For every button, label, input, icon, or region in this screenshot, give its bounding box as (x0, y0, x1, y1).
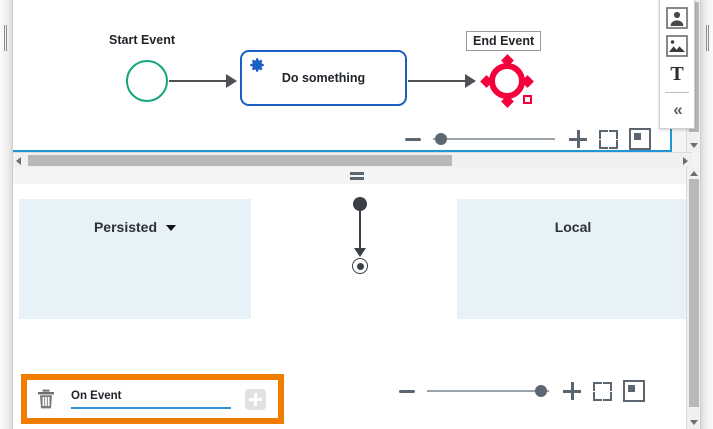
fullscreen-icon[interactable] (593, 381, 612, 401)
bpmn-hscroll-thumb[interactable] (28, 155, 452, 166)
event-name-underline (71, 406, 231, 409)
fit-to-screen-icon[interactable] (629, 128, 651, 150)
service-task-node[interactable]: Do something (240, 50, 407, 106)
sequence-flow-1[interactable] (169, 80, 227, 82)
region-persisted[interactable]: Persisted (19, 199, 251, 319)
collapse-palette-button[interactable]: « (673, 99, 683, 119)
bpmn-canvas[interactable]: Start Event Do something End Event (7, 0, 670, 150)
trash-icon[interactable] (37, 389, 55, 409)
zoom-out-button[interactable] (405, 137, 421, 141)
scroll-left-arrow-icon[interactable] (16, 157, 21, 165)
uml-editor-panel[interactable]: Persisted Local (12, 184, 692, 429)
text-icon[interactable]: T (670, 63, 684, 85)
right-splitter-grip-icon[interactable] (705, 25, 710, 51)
initial-state-node[interactable] (353, 197, 367, 211)
zoom-slider-handle[interactable] (435, 133, 447, 145)
event-name-input[interactable]: On Event (71, 389, 122, 402)
end-event-label: End Event (466, 31, 542, 51)
region-persisted-title: Persisted (19, 219, 251, 235)
zoom-slider-handle[interactable] (535, 385, 547, 397)
zoom-out-button[interactable] (399, 389, 415, 393)
scroll-down-arrow-icon[interactable] (690, 420, 698, 425)
add-event-button[interactable] (245, 389, 266, 410)
transition-line[interactable] (359, 211, 361, 253)
left-splitter-grip-icon[interactable] (3, 25, 8, 51)
end-event-node[interactable] (480, 54, 534, 108)
uml-vertical-scrollbar[interactable] (686, 167, 701, 429)
start-event-label: Start Event (109, 33, 175, 47)
selection-handle-corner[interactable] (523, 95, 532, 104)
bpmn-editor-panel[interactable]: Start Event Do something End Event (5, 0, 672, 152)
zoom-slider[interactable] (433, 130, 555, 148)
horizontal-splitter[interactable] (12, 167, 701, 185)
scroll-right-arrow-icon[interactable] (683, 157, 688, 165)
zoom-slider[interactable] (427, 382, 549, 400)
event-editor-highlight[interactable]: On Event (21, 374, 284, 424)
transition-arrow-icon (354, 248, 366, 257)
sequence-flow-2[interactable] (408, 80, 466, 82)
zoom-in-button[interactable] (569, 130, 587, 148)
right-splitter[interactable] (700, 0, 713, 429)
user-icon[interactable] (665, 6, 689, 30)
uml-canvas[interactable]: Persisted Local (13, 184, 692, 429)
left-splitter[interactable] (0, 0, 13, 429)
shape-palette[interactable]: T « (659, 0, 695, 129)
fit-to-screen-icon[interactable] (623, 380, 645, 402)
scroll-up-arrow-icon[interactable] (690, 171, 698, 176)
event-name-field[interactable]: On Event (71, 390, 231, 409)
fullscreen-icon[interactable] (599, 129, 618, 149)
service-task-label: Do something (281, 71, 366, 85)
splitter-grip-icon[interactable] (349, 172, 364, 182)
start-event-node[interactable] (126, 60, 168, 102)
gear-icon (248, 56, 266, 74)
end-event-ring (489, 63, 525, 99)
palette-divider (665, 92, 689, 93)
zoom-slider-track (433, 138, 555, 140)
image-icon[interactable] (665, 34, 689, 58)
zoom-in-button[interactable] (563, 382, 581, 400)
region-local[interactable]: Local (457, 199, 689, 319)
zoom-slider-track (427, 390, 549, 392)
bpmn-zoom-toolbar[interactable] (405, 128, 651, 150)
uml-vscroll-thumb[interactable] (689, 179, 699, 407)
scroll-down-arrow-icon[interactable] (690, 143, 698, 148)
final-state-node[interactable] (352, 258, 368, 274)
uml-zoom-toolbar[interactable] (399, 380, 645, 402)
region-local-title: Local (554, 219, 592, 235)
sequence-flow-2-arrow (465, 74, 476, 88)
sequence-flow-1-arrow (226, 74, 237, 88)
chevron-down-icon[interactable] (166, 225, 177, 232)
